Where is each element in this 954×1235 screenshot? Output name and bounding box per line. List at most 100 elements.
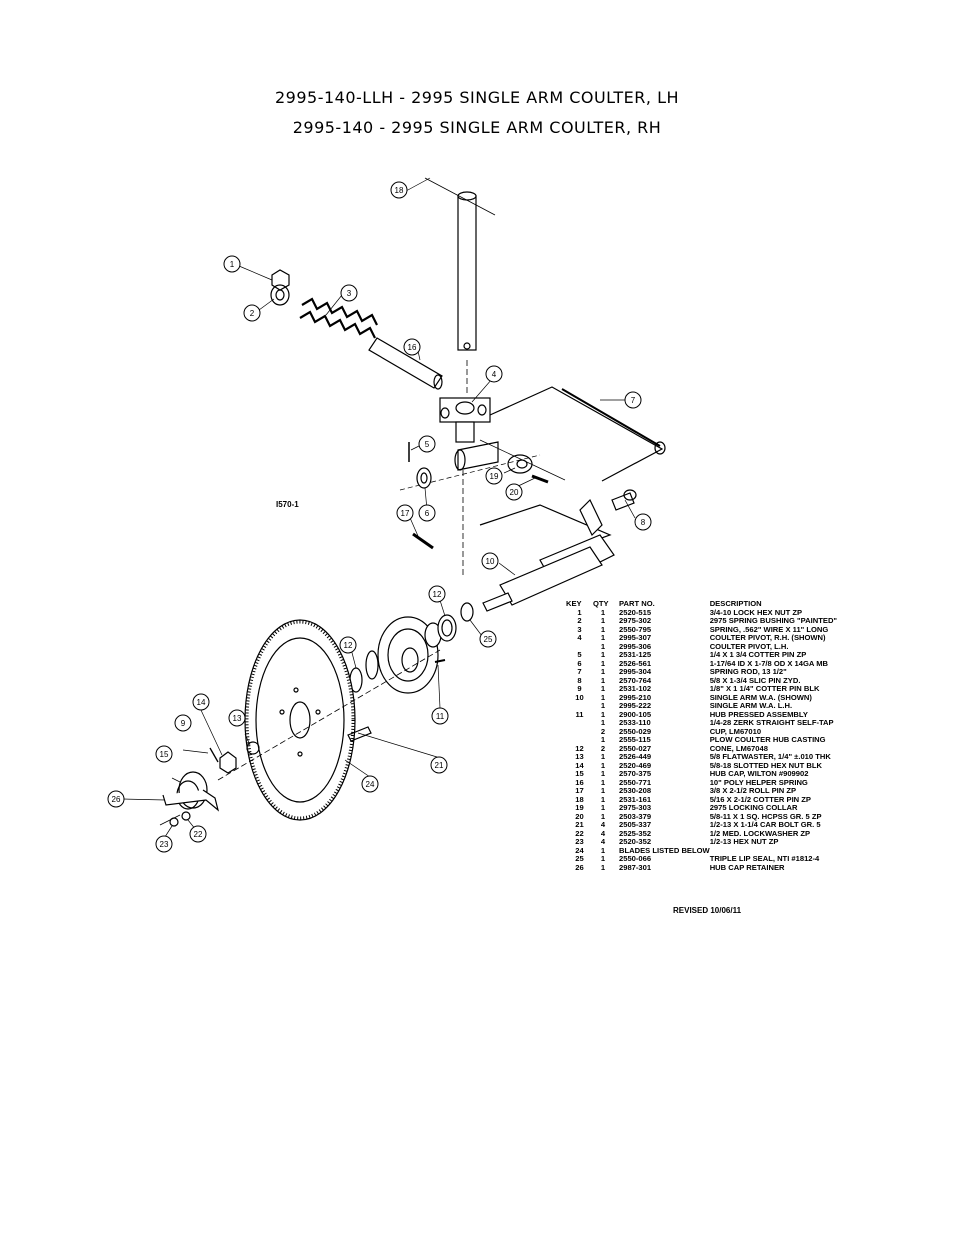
- cell-key: 5: [577, 650, 582, 659]
- cell-qty: 1: [600, 701, 606, 710]
- cell-description: 5/8-11 X 1 SQ. HCPSS GR. 5 ZP: [709, 811, 822, 821]
- svg-text:4: 4: [492, 370, 497, 379]
- cell-key: 20: [575, 811, 584, 821]
- cell-description: 1-17/64 ID X 1-7/8 OD X 14GA MB: [709, 658, 829, 668]
- coulter-blade: [217, 619, 441, 821]
- cell-key: 1: [577, 607, 582, 617]
- cell-qty: 1: [600, 735, 606, 744]
- svg-text:14: 14: [197, 698, 206, 707]
- cell-key: [566, 728, 593, 737]
- cell-qty: 1: [600, 718, 606, 727]
- callout-21: 21: [430, 756, 448, 774]
- svg-text:16: 16: [408, 343, 417, 352]
- header-key: KEY: [566, 599, 582, 608]
- cell-qty: 1: [600, 760, 606, 770]
- cell-part-no: 2550-066: [619, 854, 652, 863]
- cell-description: 5/8 X 1-3/4 SLIC PIN ZYD.: [709, 675, 801, 685]
- callouts: 18 1 2 3 16 4 7 5 19 20 6 17 8 10 12 25 …: [107, 181, 652, 853]
- cell-part-no: BLADES LISTED BELOW: [619, 845, 710, 855]
- leader-lines: [122, 177, 636, 841]
- svg-text:21: 21: [435, 761, 444, 770]
- cell-description: CUP, LM67010: [709, 726, 762, 736]
- cell-qty: 1: [600, 684, 606, 693]
- callout-18: 18: [390, 181, 408, 199]
- cell-qty: 1: [600, 667, 606, 676]
- cell-part-no: 2550-795: [619, 624, 652, 634]
- cell-description: SINGLE ARM W.A. L.H.: [709, 701, 793, 710]
- callout-7: 7: [624, 391, 642, 409]
- cell-part-no: 2526-561: [619, 658, 652, 668]
- cell-part-no: 2995-210: [619, 692, 652, 702]
- cell-qty: 1: [600, 650, 606, 659]
- svg-text:1: 1: [230, 260, 235, 269]
- cell-description: 1/2-13 X 1-1/4 CAR BOLT GR. 5: [709, 820, 821, 829]
- cell-part-no: 2995-307: [619, 633, 652, 642]
- cell-description: 10" POLY HELPER SPRING: [709, 777, 808, 787]
- cell-description: HUB PRESSED ASSEMBLY: [709, 709, 808, 719]
- cell-qty: 4: [600, 837, 606, 846]
- callout-9: 9: [174, 714, 192, 732]
- cell-qty: 1: [600, 794, 606, 804]
- cell-key: 7: [577, 667, 582, 676]
- cell-qty: 1: [600, 616, 606, 625]
- drawing-reference: I570-1: [276, 500, 299, 509]
- cell-description: 2975 SPRING BUSHING "PAINTED": [709, 616, 838, 625]
- cell-part-no: 2570-764: [619, 675, 652, 685]
- callout-13: 13: [228, 709, 246, 727]
- spring-stack: [270, 269, 443, 390]
- cell-qty: 1: [600, 786, 606, 795]
- cell-key: [566, 719, 593, 728]
- svg-text:26: 26: [112, 795, 121, 804]
- cell-part-no: 2550-771: [619, 777, 652, 787]
- cell-part-no: 2555-115: [619, 735, 651, 744]
- callout-10: 10: [481, 552, 499, 570]
- cell-key: 14: [575, 760, 584, 770]
- cell-key: 24: [575, 845, 584, 855]
- cell-key: 17: [575, 786, 584, 795]
- callout-11: 11: [431, 707, 449, 725]
- header-description: DESCRIPTION: [709, 599, 762, 608]
- cell-part-no: 2531-161: [619, 794, 652, 804]
- cell-qty: 2: [600, 743, 606, 753]
- parts-table-header: KEY QTY PART NO. DESCRIPTION: [566, 599, 837, 609]
- cell-part-no: 2995-304: [619, 667, 652, 676]
- header-part-no: PART NO.: [619, 599, 655, 608]
- svg-text:20: 20: [510, 488, 519, 497]
- callout-14: 14: [192, 693, 210, 711]
- cell-key: 15: [575, 769, 584, 778]
- cell-description: 1/2 MED. LOCKWASHER ZP: [709, 828, 811, 838]
- cell-part-no: 2531-102: [619, 684, 652, 693]
- cell-key: 26: [575, 862, 584, 872]
- callout-4: 4: [485, 365, 503, 383]
- cell-description: 3/4-10 LOCK HEX NUT ZP: [709, 607, 803, 617]
- cell-description: 5/16 X 2-1/2 COTTER PIN ZP: [709, 794, 811, 804]
- cell-part-no: 2550-029: [619, 726, 652, 736]
- cell-part-no: 2533-110: [619, 718, 651, 727]
- cell-qty: 4: [600, 828, 606, 838]
- cell-part-no: 2520-515: [619, 607, 652, 617]
- svg-text:23: 23: [160, 840, 169, 849]
- cell-description: 1/4-28 ZERK STRAIGHT SELF-TAP: [709, 718, 834, 727]
- revision-date: REVISED 10/06/11: [673, 906, 742, 915]
- cell-part-no: 2550-027: [619, 743, 652, 753]
- callout-25: 25: [479, 630, 497, 648]
- cell-qty: 4: [600, 820, 606, 829]
- cell-key: 8: [577, 675, 582, 685]
- cell-part-no: 2520-469: [619, 760, 652, 770]
